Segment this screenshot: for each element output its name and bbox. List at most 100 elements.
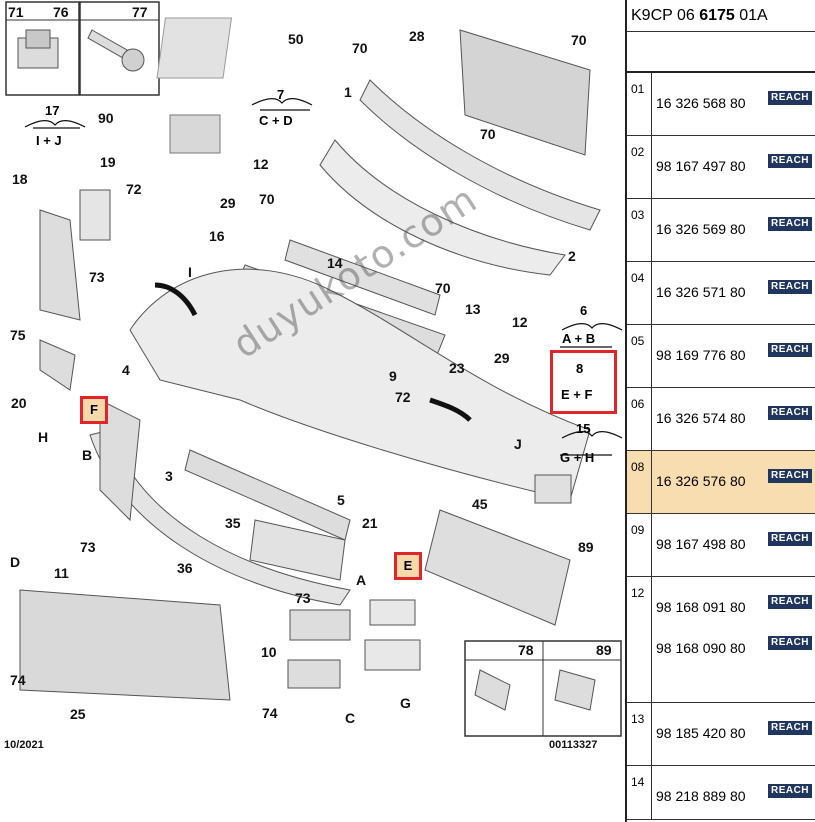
callout-label: 14 (327, 255, 343, 271)
callout-label: 2 (568, 248, 576, 264)
ref-prefix: K9CP 06 (631, 7, 700, 24)
part-number: 98 169 776 80 (656, 347, 746, 363)
part-number: 98 167 497 80 (656, 158, 746, 174)
inset-box-77 (79, 1, 160, 96)
callout-label: 1 (344, 84, 352, 100)
part-number: 16 326 576 80 (656, 473, 746, 489)
callout-label: 28 (409, 28, 425, 44)
callout-label: 76 (53, 4, 69, 20)
callout-label: 35 (225, 515, 241, 531)
reach-badge: REACH (768, 406, 812, 420)
callout-label: 78 (518, 642, 534, 658)
callout-label: 75 (10, 327, 26, 343)
callout-label: C + D (259, 113, 293, 128)
part-number: 16 326 574 80 (656, 410, 746, 426)
reach-badge: REACH (768, 784, 812, 798)
callout-label: 70 (480, 126, 496, 142)
part-ref-number: 02 (627, 136, 652, 198)
callout-label: 18 (12, 171, 28, 187)
callout-label: B (82, 447, 93, 463)
reach-badge: REACH (768, 154, 812, 168)
callout-label: 19 (100, 154, 116, 170)
highlight-f: F (80, 396, 108, 424)
callout-label: 13 (465, 301, 481, 317)
callout-label: 72 (126, 181, 142, 197)
ref-suffix: 01A (734, 7, 768, 24)
callout-label: 16 (209, 228, 225, 244)
diagram-artwork (5, 1, 623, 737)
callout-label: 74 (10, 672, 26, 688)
callout-label: 90 (98, 110, 114, 126)
callout-label: 15 (576, 421, 591, 436)
callout-label: 70 (259, 191, 275, 207)
reach-badge: REACH (768, 91, 812, 105)
callout-label: A + B (562, 331, 596, 346)
callout-label: 71 (8, 4, 24, 20)
callout-label: 21 (362, 515, 378, 531)
callout-label: 29 (494, 350, 510, 366)
callout-label: G + H (560, 450, 595, 465)
part-number: 98 168 090 80 (656, 640, 746, 656)
highlight-box-8 (550, 350, 617, 414)
reach-badge: REACH (768, 721, 812, 735)
part-ref-number: 04 (627, 262, 652, 324)
callout-label: 3 (165, 468, 173, 484)
callout-label: G (400, 695, 411, 711)
callout-label: 70 (435, 280, 451, 296)
highlight-e: E (394, 552, 422, 580)
part-number: 16 326 571 80 (656, 284, 746, 300)
callout-label: 25 (70, 706, 86, 722)
callout-label: D (10, 554, 21, 570)
part-number: 98 168 091 80 (656, 599, 746, 615)
callout-label: 73 (295, 590, 311, 606)
reach-badge: REACH (768, 343, 812, 357)
part-ref-number: 13 (627, 703, 652, 765)
callout-label: 4 (122, 362, 130, 378)
part-number: 98 167 498 80 (656, 536, 746, 552)
part-ref-number: 12 (627, 577, 652, 702)
callout-label: 11 (54, 565, 69, 581)
part-number: 16 326 569 80 (656, 221, 746, 237)
callout-label: 29 (220, 195, 236, 211)
blank-row (627, 32, 815, 73)
callout-label: 9 (389, 368, 397, 384)
callout-label: 12 (253, 156, 269, 172)
callout-label: 7 (277, 87, 285, 102)
callout-label: 73 (89, 269, 105, 285)
callout-label: 70 (571, 32, 587, 48)
callout-label: 17 (45, 103, 60, 118)
callout-label: 89 (596, 642, 612, 658)
reach-badge: REACH (768, 217, 812, 231)
part-ref-number: 03 (627, 199, 652, 261)
part-ref-number: 05 (627, 325, 652, 387)
callout-label: 8 (576, 361, 584, 376)
callout-label: 50 (288, 31, 304, 47)
callout-label: 5 (337, 492, 345, 508)
callout-label: E + F (561, 387, 593, 402)
parts-diagram: 71 76 77 50 70 28 70 1 17 I + J 90 7 C +… (4, 1, 623, 751)
reach-badge: REACH (768, 532, 812, 546)
reach-badge: REACH (768, 636, 812, 650)
inset-box-71-76 (5, 1, 80, 96)
callout-label: 20 (11, 395, 27, 411)
callout-label: 73 (80, 539, 96, 555)
part-ref-number: 09 (627, 514, 652, 576)
reach-badge: REACH (768, 280, 812, 294)
callout-label: 6 (580, 303, 588, 318)
part-number: 16 326 568 80 (656, 95, 746, 111)
reach-badge: REACH (768, 595, 812, 609)
callout-label: I + J (36, 133, 62, 148)
